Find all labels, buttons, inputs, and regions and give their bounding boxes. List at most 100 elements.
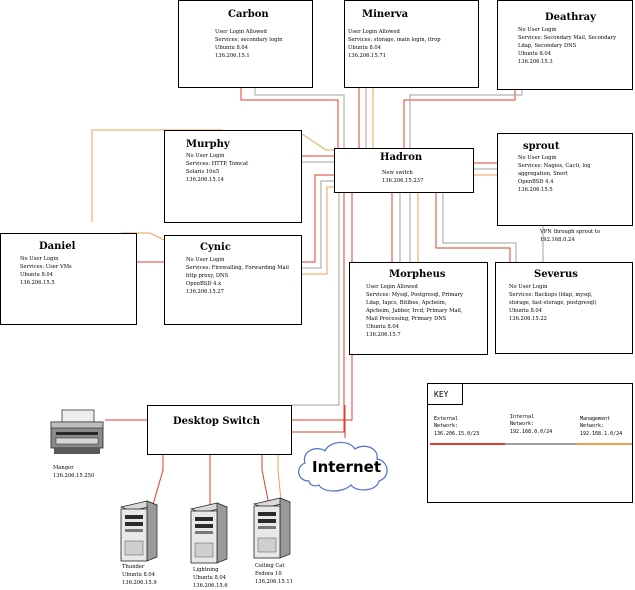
switch-name: Hadron: [380, 152, 423, 163]
server-detail: Services: Firewalling, Forwarding Mail: [186, 265, 289, 271]
legend-management-label: Management: [580, 416, 611, 422]
device-label: 136.206.15.9: [122, 580, 157, 586]
switch-hadron: Hadron New switch 136.206.15.237: [334, 148, 474, 193]
server-name: Deathray: [545, 12, 596, 23]
server-detail: No User Login: [518, 155, 557, 161]
server-detail: 136.206.15.3: [518, 59, 553, 65]
server-detail: Services: Mysql, Postgresql, Primary: [366, 292, 463, 298]
printer-label: 136.206.15.250: [53, 473, 95, 479]
switch-name: Desktop Switch: [173, 416, 260, 427]
server-detail: Ubuntu 8.04: [366, 324, 399, 330]
server-daniel: Daniel No User Login Services: User VMs …: [0, 233, 137, 325]
device-label: Lightning: [193, 567, 219, 573]
server-detail: Services: storage, main login, itrop: [348, 37, 441, 43]
device-label: Ubuntu 8.04: [122, 572, 155, 578]
desktop-switch: Desktop Switch: [147, 405, 292, 455]
legend-internal-label: Internal: [510, 414, 535, 420]
internet-label: Internet: [312, 458, 382, 476]
server-cynic: Cynic No User Login Services: Firewallin…: [164, 235, 302, 325]
internet-cloud-icon: [298, 441, 388, 492]
legend-box: KEY External Network: 136.206.15.0/23 In…: [427, 383, 633, 503]
server-detail: 136.206.15.14: [186, 177, 224, 183]
server-detail: Ubuntu 8.04: [20, 272, 53, 278]
server-detail: Ldap, Iapcs, Bitlbee, Apcheim,: [366, 300, 447, 306]
device-label: 136.206.15.6: [193, 583, 228, 589]
vpn-note: 192.168.0.24: [540, 237, 575, 243]
legend-title-underline: [428, 404, 462, 405]
server-detail: Apcheim, Jabber, Ircd, Primary Mail,: [366, 308, 463, 314]
device-label: Fedora 10: [255, 571, 282, 577]
legend-internal-swatch: [505, 443, 577, 445]
legend-management-label: Network:: [580, 423, 605, 429]
server-severus: Severus No User Login Services: Backups …: [495, 262, 633, 354]
server-detail: Services: Backups (ldap, mysql,: [509, 292, 593, 298]
server-detail: No User Login: [518, 27, 557, 33]
server-detail: Ubuntu 8.04: [518, 51, 551, 57]
server-detail: No User Login: [20, 256, 59, 262]
server-detail: aggregation, Snort: [518, 171, 568, 177]
server-detail: OpenBSD 4.4: [518, 179, 554, 185]
server-detail: User Login Allowed: [366, 284, 418, 290]
server-detail: Ldap, Secondary DNS: [518, 43, 577, 49]
server-detail: OpenBSD 4.x: [186, 281, 222, 287]
server-detail: storage, fast-storage, postgresql): [509, 300, 597, 306]
legend-management-swatch: [577, 443, 632, 445]
printer-label: Mangor: [53, 465, 74, 471]
server-minerva: Minerva User Login Allowed Services: sto…: [344, 0, 479, 88]
desktop-tower-icon: [252, 497, 292, 559]
server-detail: Solaris 10u5: [186, 169, 220, 175]
server-detail: User Login Allowed: [215, 29, 267, 35]
vpn-note: VPN through sprout to: [540, 229, 600, 235]
server-carbon: Carbon User Login Allowed Services: seco…: [178, 0, 313, 88]
server-detail: 136.206.15.27: [186, 289, 224, 295]
desktop-tower-icon: [189, 502, 229, 564]
server-name: sprout: [523, 141, 560, 152]
server-name: Morpheus: [389, 269, 446, 280]
server-detail: No User Login: [509, 284, 548, 290]
server-detail: 136.206.15.22: [509, 316, 547, 322]
legend-external-label: 136.206.15.0/23: [434, 431, 480, 437]
server-detail: Ubuntu 8.04: [215, 45, 248, 51]
server-detail: 136.206.15.1: [215, 53, 250, 59]
desktop-tower-icon: [119, 500, 159, 562]
server-detail: http proxy, DNS: [186, 273, 229, 279]
server-detail: Ubuntu 8.04: [348, 45, 381, 51]
server-name: Cynic: [200, 242, 231, 253]
server-detail: Services: HTTP, Tomcat: [186, 161, 249, 167]
switch-detail: 136.206.15.237: [382, 178, 424, 184]
legend-external-label: External: [434, 416, 459, 422]
legend-external-swatch: [430, 443, 505, 445]
server-name: Daniel: [39, 241, 76, 252]
server-detail: No User Login: [186, 257, 225, 263]
server-name: Minerva: [362, 9, 409, 20]
device-label: 136.206.15.11: [255, 579, 293, 585]
server-detail: 136.206.15.71: [348, 53, 386, 59]
legend-management-label: 192.168.1.0/24: [580, 431, 623, 437]
device-label: Thunder: [122, 564, 145, 570]
device-label: Ubuntu 8.04: [193, 575, 226, 581]
server-name: Murphy: [186, 139, 230, 150]
server-deathray: Deathray No User Login Services: Seconda…: [497, 0, 633, 90]
legend-internal-label: 192.168.0.0/24: [510, 429, 553, 435]
legend-external-label: Network:: [434, 423, 459, 429]
legend-title-divider: [462, 384, 463, 405]
server-detail: 136.206.15.5: [20, 280, 55, 286]
server-sprout: sprout No User Login Services: Nagios, C…: [497, 133, 633, 226]
server-detail: Services: secondary login: [215, 37, 283, 43]
server-detail: 136.206.15.5: [518, 187, 553, 193]
legend-title: KEY: [434, 390, 449, 399]
device-label: Ceiling Cat: [255, 563, 285, 569]
server-detail: No User Login: [186, 153, 225, 159]
server-morpheus: Morpheus User Login Allowed Services: My…: [349, 262, 488, 355]
switch-detail: New switch: [382, 170, 413, 176]
server-detail: Services: Nagios, Cacti, log: [518, 163, 591, 169]
server-detail: Mail Processing, Primary DNS: [366, 316, 447, 322]
server-name: Severus: [534, 269, 578, 280]
legend-internal-label: Network:: [510, 421, 535, 427]
server-detail: Services: User VMs: [20, 264, 72, 270]
server-detail: User Login Allowed: [348, 29, 400, 35]
server-detail: 136.206.15.7: [366, 332, 401, 338]
server-detail: Services: Secondary Mail, Secondary: [518, 35, 617, 41]
server-detail: Ubuntu 8.04: [509, 308, 542, 314]
